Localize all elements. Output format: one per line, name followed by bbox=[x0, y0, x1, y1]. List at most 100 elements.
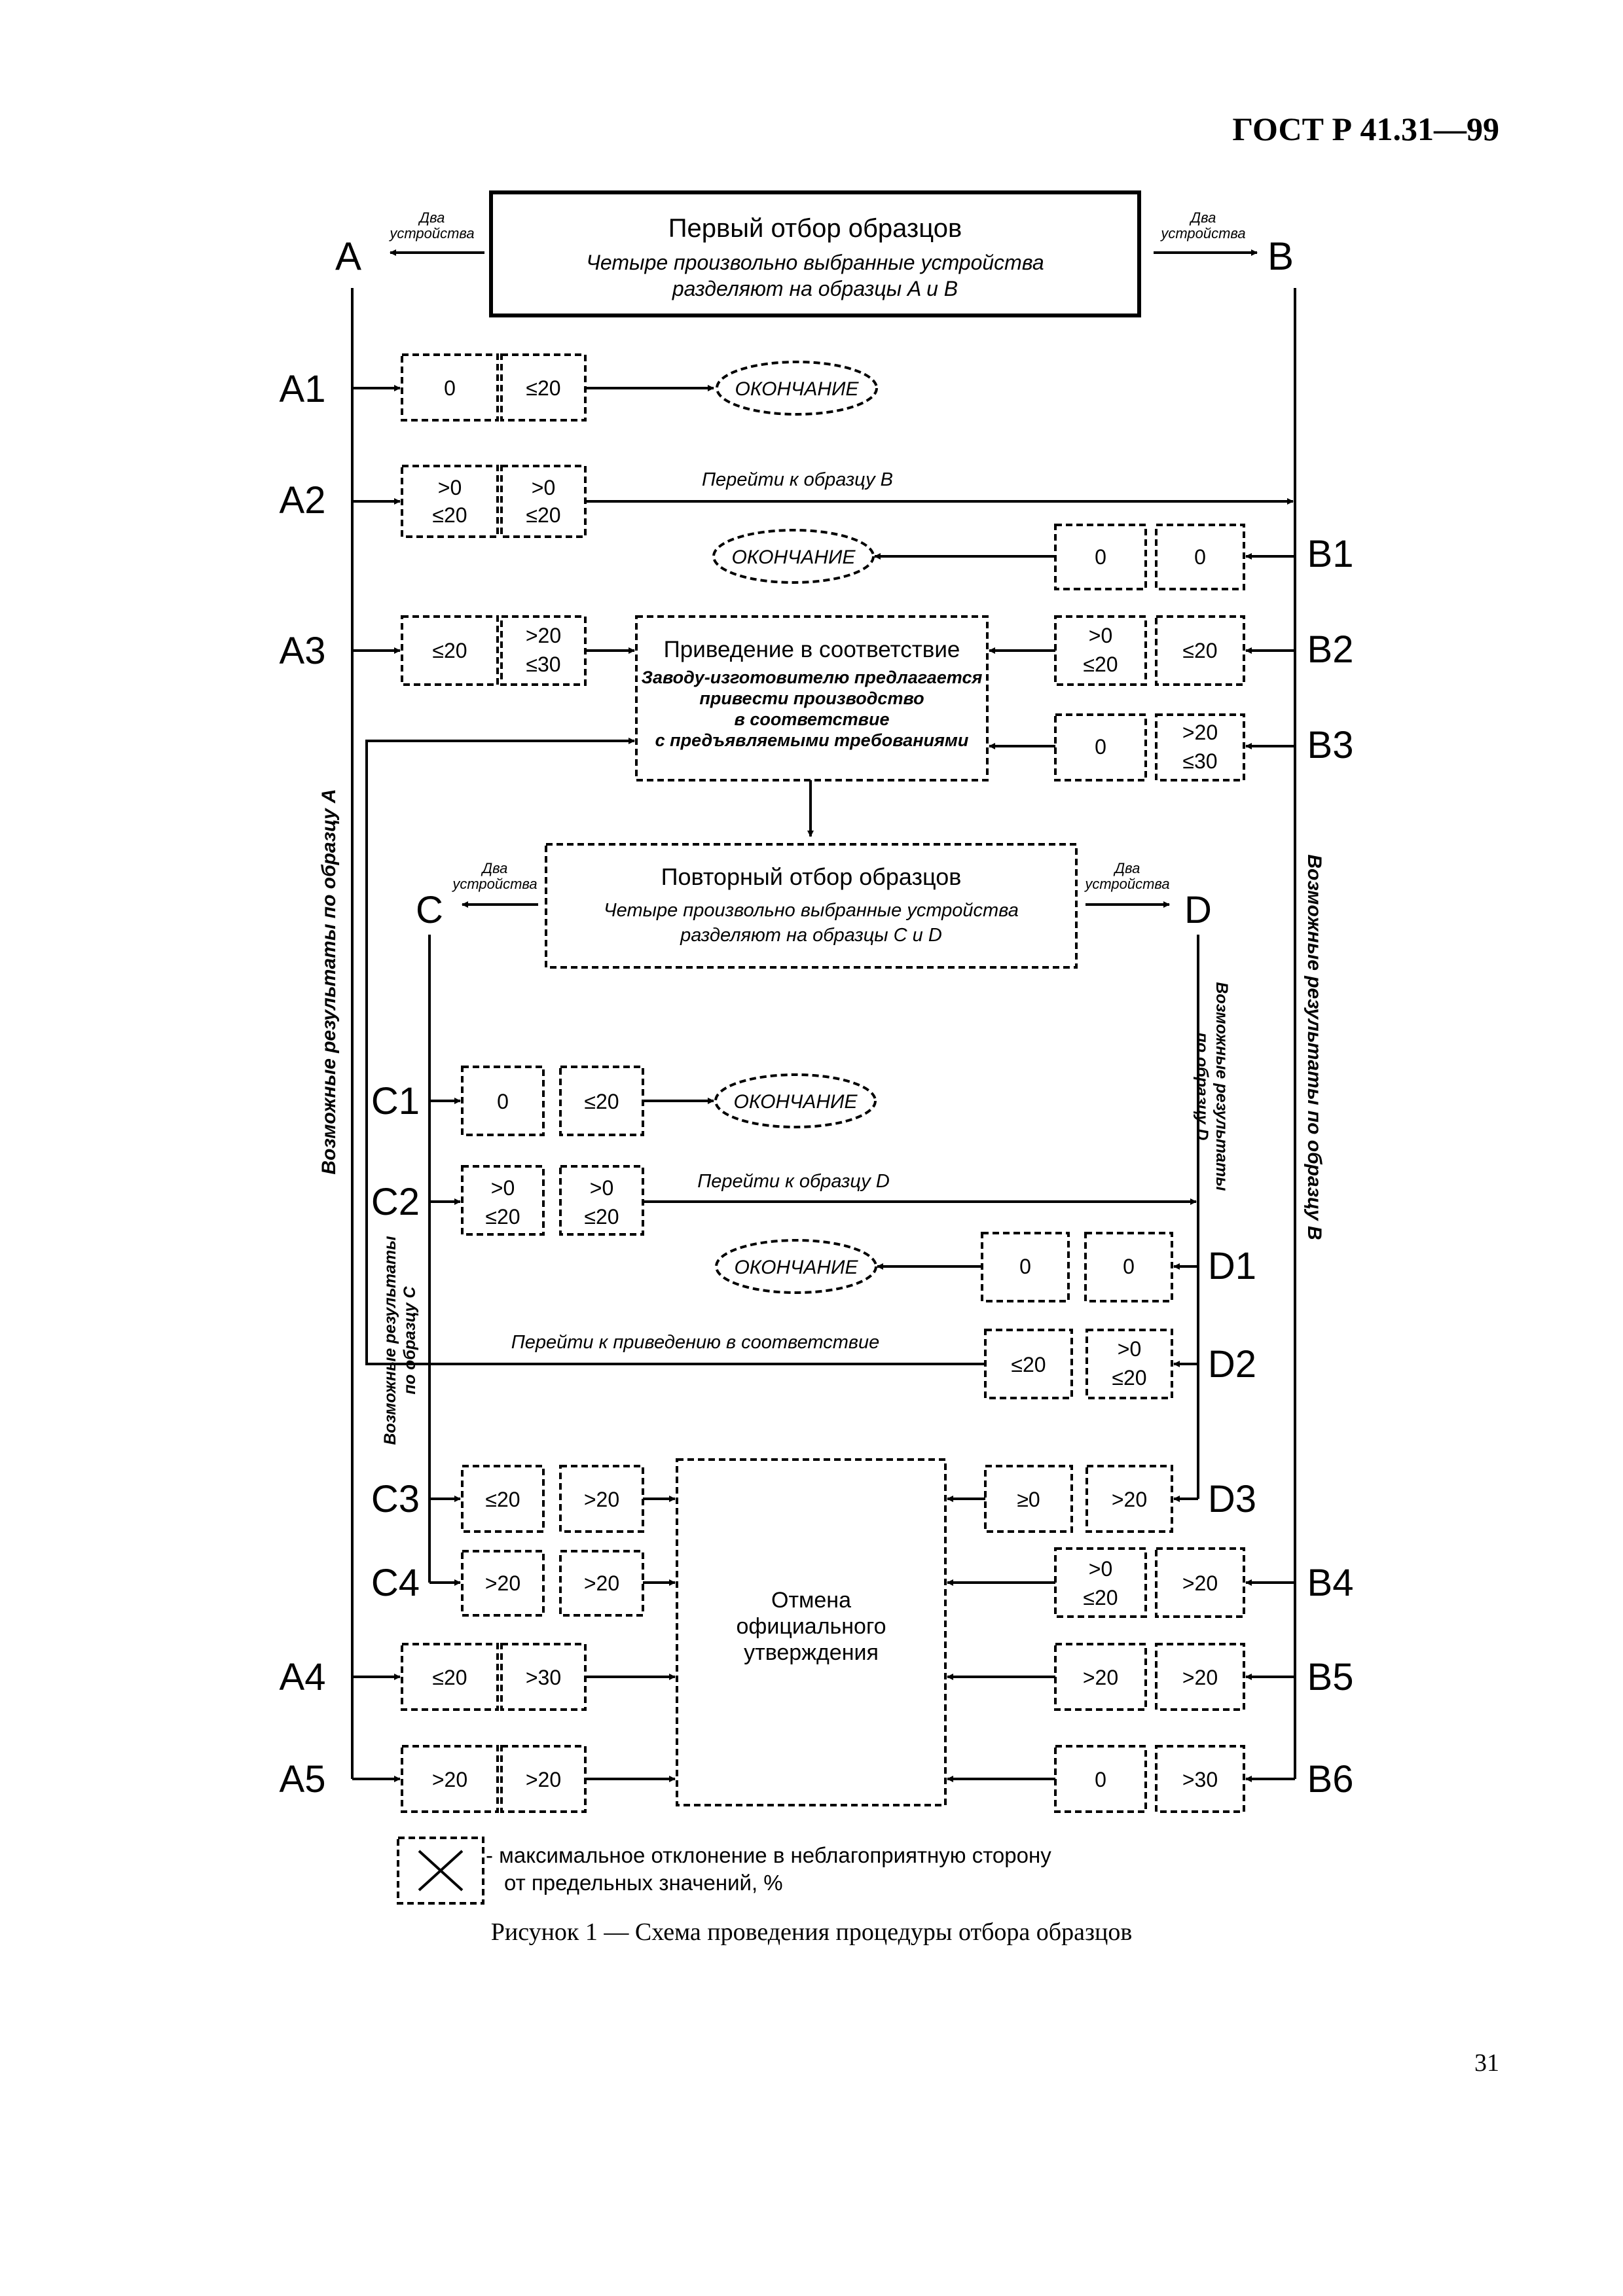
svg-text:ОКОНЧАНИЕ: ОКОНЧАНИЕ bbox=[731, 547, 856, 568]
goto-b-label: Перейти к образцу B bbox=[702, 469, 893, 490]
svg-text:Заводу-изготовителю предлагает: Заводу-изготовителю предлагается bbox=[642, 668, 983, 687]
cell-d2-1 bbox=[984, 1329, 1073, 1399]
document-code: ГОСТ Р 41.31—99 bbox=[1232, 111, 1499, 147]
row-label-a3: A3 bbox=[280, 630, 326, 672]
conformity-box bbox=[635, 615, 989, 781]
row-label-d2: D2 bbox=[1208, 1343, 1256, 1386]
row-label-d1: D1 bbox=[1208, 1245, 1256, 1287]
svg-text:>20: >20 bbox=[485, 1571, 520, 1595]
svg-text:0: 0 bbox=[1095, 545, 1106, 569]
svg-text:0: 0 bbox=[1095, 1768, 1106, 1791]
svg-text:≤30: ≤30 bbox=[526, 653, 560, 676]
row-label-c3: C3 bbox=[371, 1478, 420, 1520]
svg-text:≤20: ≤20 bbox=[1112, 1366, 1146, 1390]
svg-text:0: 0 bbox=[444, 376, 456, 400]
legend-line1: - максимальное отклонение в неблагоприят… bbox=[486, 1843, 1051, 1867]
svg-text:≤20: ≤20 bbox=[1182, 639, 1217, 662]
end-oval-a1 bbox=[716, 361, 878, 416]
vertical-label-c2: по образцу C bbox=[401, 1286, 419, 1395]
vertical-label-a: Возможные результаты по образцу A bbox=[318, 789, 340, 1174]
svg-text:≤20: ≤20 bbox=[1011, 1353, 1046, 1376]
row-label-c4: C4 bbox=[371, 1562, 420, 1604]
svg-text:устройства: устройства bbox=[451, 876, 537, 892]
svg-text:>0: >0 bbox=[590, 1176, 613, 1200]
svg-text:>0: >0 bbox=[1089, 1557, 1112, 1581]
label-a: A bbox=[335, 234, 361, 278]
svg-text:в соответствие: в соответствие bbox=[735, 709, 890, 729]
cell-d1-2 bbox=[1084, 1232, 1173, 1302]
svg-text:≤20: ≤20 bbox=[432, 1666, 467, 1689]
svg-text:утверждения: утверждения bbox=[744, 1640, 879, 1665]
svg-text:≤20: ≤20 bbox=[584, 1205, 619, 1229]
cell-b4-2 bbox=[1155, 1547, 1245, 1618]
svg-text:≤20: ≤20 bbox=[526, 503, 560, 527]
svg-text:>20: >20 bbox=[1182, 721, 1218, 744]
svg-text:официального: официального bbox=[736, 1614, 886, 1639]
svg-text:>20: >20 bbox=[1083, 1666, 1118, 1689]
svg-text:Два: Два bbox=[1189, 209, 1216, 226]
row-label-b5: B5 bbox=[1307, 1656, 1354, 1698]
row-label-d3: D3 bbox=[1208, 1478, 1256, 1520]
svg-text:>20: >20 bbox=[432, 1768, 467, 1791]
figure-caption: Рисунок 1 — Схема проведения процедуры о… bbox=[490, 1918, 1133, 1946]
svg-text:Четыре произвольно выбранные у: Четыре произвольно выбранные устройства bbox=[586, 251, 1044, 274]
row-label-a2: A2 bbox=[280, 479, 326, 522]
end-oval-d1 bbox=[715, 1239, 877, 1294]
cell-d3-2 bbox=[1085, 1465, 1173, 1533]
svg-text:0: 0 bbox=[1095, 735, 1106, 759]
svg-text:>30: >30 bbox=[1182, 1768, 1218, 1791]
svg-text:0: 0 bbox=[1019, 1255, 1031, 1278]
row-label-b6: B6 bbox=[1307, 1758, 1354, 1801]
cancel-line1: Отмена bbox=[771, 1588, 851, 1613]
svg-text:≤30: ≤30 bbox=[1182, 749, 1217, 773]
legend-line2: от предельных значений, % bbox=[504, 1871, 783, 1895]
goto-conformity-path bbox=[365, 738, 985, 1365]
svg-text:0: 0 bbox=[1194, 545, 1206, 569]
svg-text:устройства: устройства bbox=[1084, 876, 1169, 892]
vertical-label-d1: Возможные результаты bbox=[1213, 982, 1231, 1191]
svg-text:≤20: ≤20 bbox=[584, 1090, 619, 1113]
cell-a1-1 bbox=[401, 353, 499, 422]
svg-text:>0: >0 bbox=[438, 476, 462, 499]
svg-text:Два: Два bbox=[418, 209, 445, 226]
row-label-b3: B3 bbox=[1307, 724, 1354, 766]
row-label-b2: B2 bbox=[1307, 628, 1354, 671]
svg-text:≤20: ≤20 bbox=[526, 376, 560, 400]
cell-d3-1 bbox=[984, 1465, 1073, 1533]
legend-symbol bbox=[397, 1837, 484, 1905]
svg-text:>20: >20 bbox=[1182, 1666, 1218, 1689]
svg-text:>20: >20 bbox=[1182, 1571, 1218, 1595]
svg-text:разделяют на образцы A и B: разделяют на образцы A и B bbox=[672, 277, 958, 300]
svg-text:≤20: ≤20 bbox=[1083, 1586, 1118, 1609]
repeat-sampling-title: Повторный отбор образцов bbox=[661, 863, 962, 890]
row-label-c1: C1 bbox=[371, 1080, 420, 1122]
svg-text:0: 0 bbox=[1123, 1255, 1135, 1278]
cell-d2-2 bbox=[1085, 1329, 1173, 1399]
goto-conformity-label: Перейти к приведению в соответствие bbox=[511, 1332, 880, 1353]
row-label-b1: B1 bbox=[1307, 533, 1354, 575]
svg-text:0: 0 bbox=[497, 1090, 509, 1113]
cell-b2-2 bbox=[1155, 615, 1245, 686]
label-d: D bbox=[1184, 889, 1212, 931]
svg-text:>30: >30 bbox=[526, 1666, 561, 1689]
svg-text:>20: >20 bbox=[526, 1768, 561, 1791]
cancel-box bbox=[676, 1458, 947, 1806]
svg-text:≤20: ≤20 bbox=[432, 639, 467, 662]
cell-a5-1 bbox=[401, 1745, 499, 1813]
cell-a2-1 bbox=[401, 465, 499, 538]
row-label-b4: B4 bbox=[1307, 1562, 1354, 1604]
svg-text:>20: >20 bbox=[526, 624, 561, 647]
svg-text:ОКОНЧАНИЕ: ОКОНЧАНИЕ bbox=[734, 1257, 858, 1278]
svg-text:>20: >20 bbox=[1112, 1488, 1147, 1511]
first-sampling-title: Первый отбор образцов bbox=[668, 214, 962, 243]
svg-text:>0: >0 bbox=[491, 1176, 515, 1200]
svg-text:≤20: ≤20 bbox=[485, 1488, 520, 1511]
svg-text:>20: >20 bbox=[584, 1571, 619, 1595]
svg-text:Два: Два bbox=[481, 860, 508, 876]
vertical-label-d2: по образцу D bbox=[1193, 1033, 1211, 1141]
svg-text:Четыре произвольно выбранные у: Четыре произвольно выбранные устройства bbox=[604, 900, 1019, 921]
svg-text:≤20: ≤20 bbox=[432, 503, 467, 527]
svg-text:≤20: ≤20 bbox=[485, 1205, 520, 1229]
svg-text:>0: >0 bbox=[1089, 624, 1112, 647]
